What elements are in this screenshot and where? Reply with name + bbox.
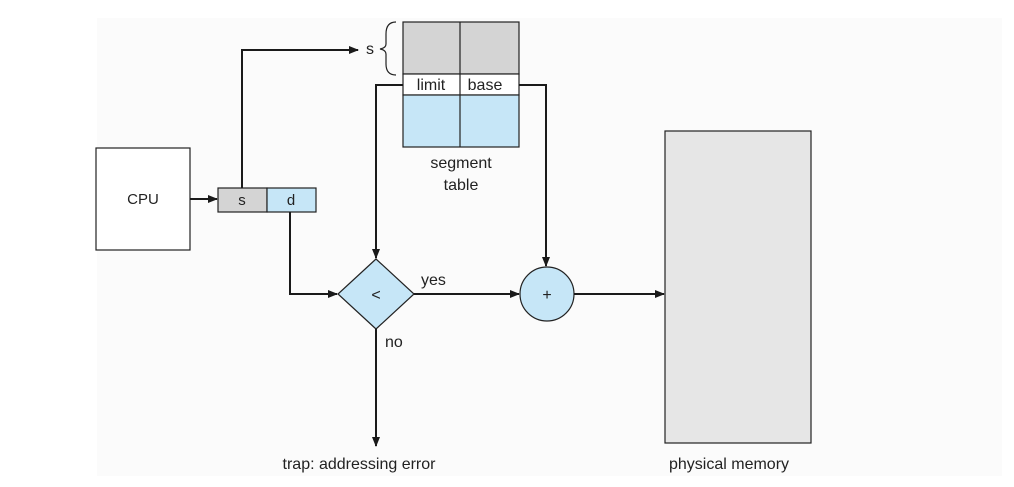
address-segment-cell xyxy=(217,187,268,213)
physical-memory-box xyxy=(664,130,812,444)
segment-index-arrow xyxy=(241,46,359,188)
address-segment-label: s xyxy=(238,192,246,209)
segment-table-upper-entries xyxy=(402,21,520,75)
no-label: no xyxy=(385,334,403,351)
cpu-box xyxy=(95,147,191,251)
brace-icon xyxy=(379,21,397,76)
segment-table-caption-1: segment xyxy=(430,155,492,172)
address-offset-label: d xyxy=(287,192,295,209)
cpu-label: CPU xyxy=(127,191,159,208)
segment-table-caption-2: table xyxy=(444,177,479,194)
adder-symbol: + xyxy=(542,287,551,304)
trap-label: trap: addressing error xyxy=(283,456,437,473)
physical-memory-label: physical memory xyxy=(669,456,789,473)
yes-label: yes xyxy=(421,272,446,289)
limit-arrow xyxy=(372,84,403,259)
compare-symbol: < xyxy=(371,287,380,304)
address-offset-cell xyxy=(266,187,317,213)
offset-arrow xyxy=(289,212,338,298)
limit-label: limit xyxy=(417,77,446,94)
diagram-background xyxy=(97,18,1002,476)
segment-index-label: s xyxy=(366,41,374,58)
base-arrow xyxy=(519,84,550,267)
base-label: base xyxy=(468,77,503,94)
segment-table-lower-entries xyxy=(402,94,520,148)
